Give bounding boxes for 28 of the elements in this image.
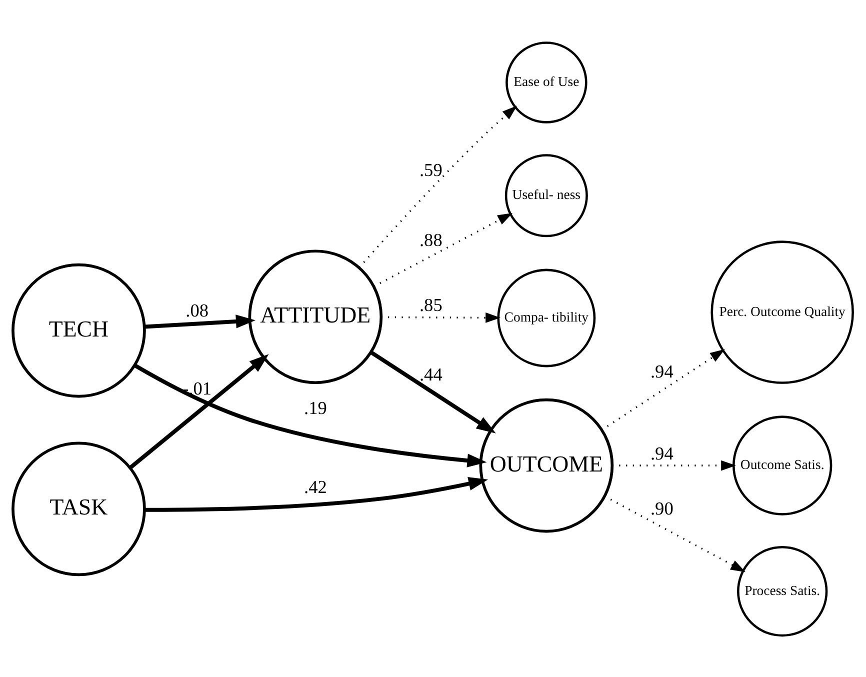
edge-label: .42 [304, 476, 327, 496]
arrow [144, 314, 256, 328]
arrow [601, 348, 725, 430]
node-circle: Process Satis. [737, 546, 828, 636]
arrow [370, 350, 496, 433]
edge-label: .90 [650, 498, 674, 518]
node-circle: TASK [12, 441, 146, 576]
edge-label: .85 [419, 294, 442, 314]
arrow [134, 363, 487, 467]
edge-label: .59 [419, 159, 442, 180]
arrow [374, 212, 513, 287]
edge-label: -.01 [182, 378, 212, 398]
arrow [604, 495, 746, 572]
node-circle: Ease of Use [506, 41, 588, 123]
arrow [358, 105, 518, 268]
arrow [144, 476, 488, 512]
edge-label: .19 [304, 397, 327, 418]
arrow [128, 354, 269, 469]
node-circle: Useful- ness [504, 154, 588, 237]
edge-label: .88 [419, 229, 442, 250]
edge-label: .44 [419, 364, 442, 384]
edge-label: .94 [650, 443, 674, 464]
edge-label: .94 [650, 360, 674, 381]
edge-label: .08 [186, 300, 208, 320]
node-circle: Compa- tibility [497, 268, 596, 367]
node-circle: TECH [12, 262, 146, 398]
node-circle: Outcome Satis. [732, 415, 832, 515]
node-circle: OUTCOME [479, 398, 614, 532]
